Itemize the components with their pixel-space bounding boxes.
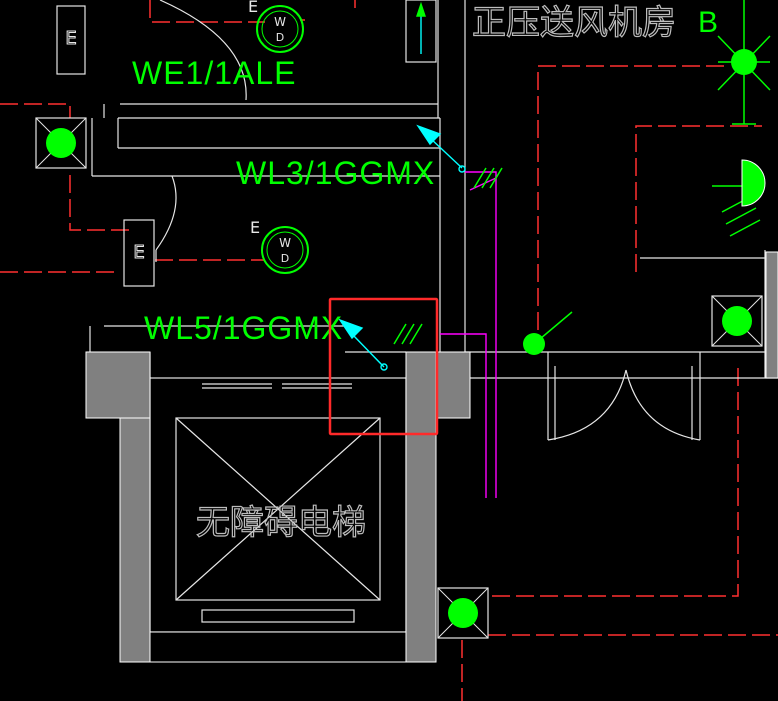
label-we1: WE1/1ALE — [132, 55, 297, 91]
fixture-round-light-b — [731, 49, 757, 75]
gray-wall-fills — [85, 251, 778, 663]
label-wl5: WL5/1GGMX — [144, 310, 343, 346]
fixture-square-light-bottom — [437, 587, 489, 639]
fan-symbol-top: W D — [256, 5, 304, 53]
label-b: B — [698, 6, 718, 39]
exit-sign-box-top-letter: E — [65, 28, 76, 49]
highlight-box — [328, 297, 439, 436]
cyan-arrows — [338, 1, 466, 371]
fan-symbol-bottom: W D — [261, 226, 309, 274]
room-label-elevator: 无障碍电梯 — [196, 503, 366, 543]
exit-label-mid: E — [250, 218, 260, 237]
exit-sign-box-left-letter: E — [133, 242, 144, 263]
fan-top-letter-d: D — [276, 31, 284, 44]
fixture-square-light-left — [35, 117, 87, 169]
fixture-square-light-right — [711, 295, 763, 347]
fixture-half-light — [741, 159, 766, 207]
exit-label-top: E — [248, 0, 258, 16]
fan-bottom-letter-w: W — [279, 236, 291, 250]
label-wl3: WL3/1GGMX — [236, 155, 435, 191]
fan-top-letter-w: W — [274, 15, 286, 29]
fixture-round-light-corridor — [523, 333, 545, 355]
fan-bottom-letter-d: D — [281, 252, 289, 265]
building-walls — [56, 0, 778, 633]
room-label-fan-room: 正压送风机房 — [472, 3, 676, 43]
